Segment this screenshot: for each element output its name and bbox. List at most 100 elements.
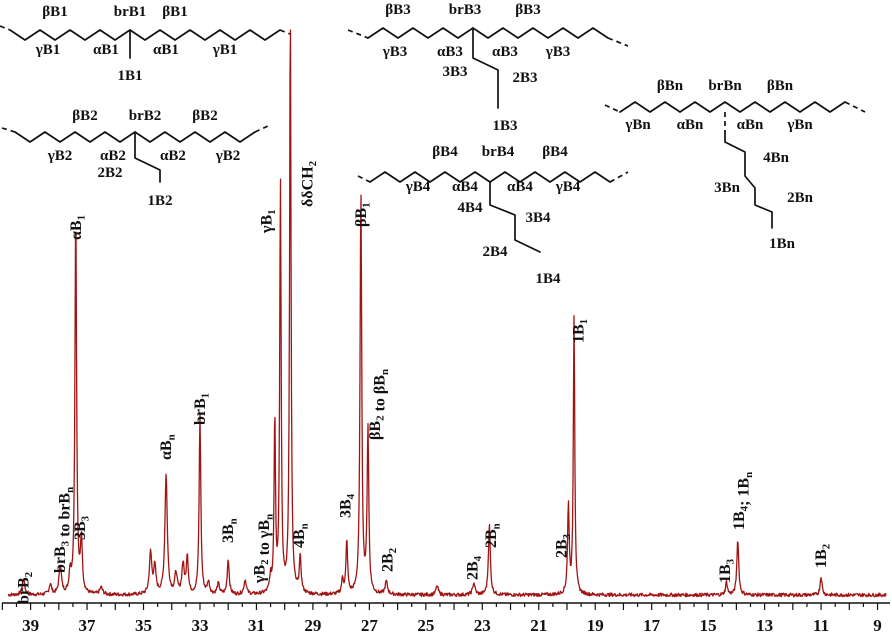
peak-label: βB2 to βBn [367,369,391,440]
x-tick-label: 27 [361,616,379,635]
carbon-label: αB4 [452,179,478,195]
carbon-label: 2B3 [512,70,537,86]
chain-continuation [279,29,291,35]
peak-label: brB2 [15,572,34,604]
chain-continuation [609,171,629,183]
carbon-label: βB3 [385,2,410,18]
peak-label: 3Bn [220,518,239,543]
carbon-label: brB2 [129,108,162,124]
carbon-label: 1B3 [492,118,517,134]
carbon-label: αB2 [100,148,126,164]
peak-label: 1B2 [813,544,832,568]
x-tick-label: 19 [587,616,604,635]
carbon-label: γB4 [555,179,581,195]
carbon-label: 2B2 [97,165,122,181]
peak-label: 2Bn [482,523,501,548]
x-tick-label: 39 [22,616,39,635]
carbon-label: 4Bn [763,150,790,166]
peak-label: brB3 to brBn [52,487,76,573]
x-tick-label: 25 [417,616,434,635]
carbon-label: γBn [624,117,651,133]
peak-label: 1B1 [570,319,589,343]
peak-label: 2B4 [464,555,483,580]
carbon-label: 1B4 [535,271,561,287]
structure-diagrams: βB1 brB1 βB1 γB1 αB1 αB1 γB1 1B1 βB2 brB2 βB2 γB2 αB… [0,2,866,287]
chain-continuation [0,25,11,31]
main-chain [619,101,846,113]
peak-label: γB2 to γBn [251,514,275,584]
carbon-label: γB2 [215,148,241,164]
carbon-label: 3Bn [714,180,741,196]
spectrum-layer [7,29,887,598]
carbon-label: 3B3 [442,64,467,80]
peak-label: αB1 [67,215,86,240]
x-tick-label: 33 [191,616,208,635]
x-tick-label: 11 [813,616,829,635]
carbon-label: 1B1 [117,68,142,84]
carbon-label: αB3 [492,44,518,60]
chain-continuation [1,127,16,133]
carbon-label: γB2 [47,148,73,164]
branch-chain [134,131,161,183]
peak-label: γB1 [258,209,277,234]
chain-continuation [844,101,866,113]
chain-continuation [357,175,371,183]
x-tick-label: 15 [700,616,717,635]
carbon-label: γB3 [545,44,571,60]
x-tick-label: 37 [79,616,97,635]
carbon-label: αBn [677,117,704,133]
x-tick-label: 31 [248,616,265,635]
peak-label: 2B3 [553,533,572,558]
carbon-label: βB1 [42,4,67,20]
x-tick-label: 9 [873,616,882,635]
branch-chain [724,131,773,229]
peak-label: αBn [158,434,177,460]
carbon-label: βBn [767,78,794,94]
carbon-label: βBn [657,78,684,94]
carbon-label: 2B4 [482,244,508,260]
peak-label: βB1 [353,202,372,227]
carbon-label: γB3 [382,44,408,60]
carbon-label: 1Bn [769,236,796,252]
x-tick-label: 35 [135,616,152,635]
carbon-label: brB1 [114,4,147,20]
structure-B2: βB2 brB2 βB2 γB2 αB2 αB2 γB2 2B2 1B2 [1,108,269,209]
x-tick-label: 21 [530,616,547,635]
carbon-label: βB4 [542,144,568,160]
carbon-label: αB1 [93,42,119,58]
peak-label: 3B4 [337,493,356,518]
x-tick-label: 17 [643,616,661,635]
peak-label: 2B2 [379,548,398,572]
carbon-label: αB2 [160,148,186,164]
carbon-label: brBn [708,78,742,94]
peak-label: 3B3 [72,515,91,540]
peak-label: brB1 [192,393,211,425]
carbon-label: βB2 [72,108,97,124]
carbon-label: βB3 [515,2,540,18]
chain-continuation [347,29,369,39]
carbon-label: 2Bn [787,190,814,206]
main-chain [9,29,281,41]
x-tick-label: 29 [304,616,321,635]
carbon-label: γB1 [212,42,238,58]
carbon-label: αB3 [437,44,463,60]
carbon-label: αB4 [507,179,533,195]
chain-continuation [604,104,621,113]
x-tick-label: 13 [756,616,773,635]
carbon-label: 1B2 [147,193,172,209]
chain-continuation [607,37,629,47]
carbon-label: brB4 [482,144,515,160]
carbon-label: γB1 [35,42,61,58]
chain-continuation [254,125,269,133]
branch-chain [489,181,541,253]
carbon-label: brB3 [449,2,482,18]
carbon-label: 4B4 [457,200,483,216]
peak-label: 4Bn [290,523,309,548]
peak-label: 1B3 [717,558,736,583]
carbon-label: βB2 [192,108,217,124]
